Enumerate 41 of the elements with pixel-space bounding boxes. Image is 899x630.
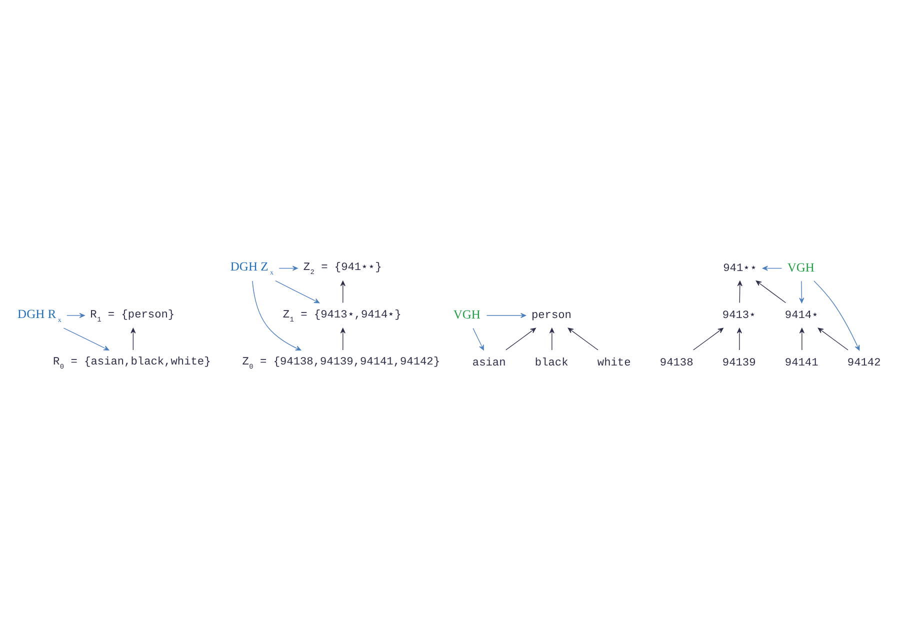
arrow [799,327,804,350]
arrow [66,312,85,318]
arrow [275,280,320,303]
node-text: asian [472,356,506,369]
node-text: VGH [453,307,480,322]
node-text: DGH Z$_{x}$ [230,259,274,276]
arrow [756,280,786,303]
node-text: R$_{1}$ = {person} [90,308,175,324]
node-text: person [531,310,572,322]
arrow [568,327,598,350]
node-text: VGH [787,260,814,274]
node-text: Z$_{1}$ = {9413⋆,9414⋆} [282,308,402,324]
arrow [736,327,742,350]
arrow [762,265,782,270]
node-text: 94142 [847,356,881,369]
node-text: DGH R$_{x}$ [18,306,62,324]
node-text: 941⋆⋆ [723,262,758,274]
node-text: 94138 [660,356,694,369]
arrow [549,327,554,350]
arrow [818,327,848,350]
arrow [737,280,742,303]
arrow [693,327,724,350]
arrow [799,280,804,303]
arrow [340,280,346,303]
node-text: R$_{0}$ = {asian,black,white} [52,356,211,372]
arrow [486,312,526,318]
node-text: 9414⋆ [784,310,819,322]
arrow [63,327,110,350]
arrow [278,265,298,270]
node-text: Z$_{2}$ = {941⋆⋆} [303,262,382,277]
node-text: 9413⋆ [722,310,756,322]
node-text: black [534,356,568,369]
arrow [252,280,302,350]
node-text: 94141 [784,356,818,369]
arrow [130,327,136,350]
node-text: 94139 [722,356,756,369]
node-text: Z$_{0}$ = {94138,94139,94141,94142} [242,356,440,372]
arrow [506,327,536,350]
arrow [340,327,346,350]
arrow [472,327,484,350]
node-text: white [597,356,631,369]
